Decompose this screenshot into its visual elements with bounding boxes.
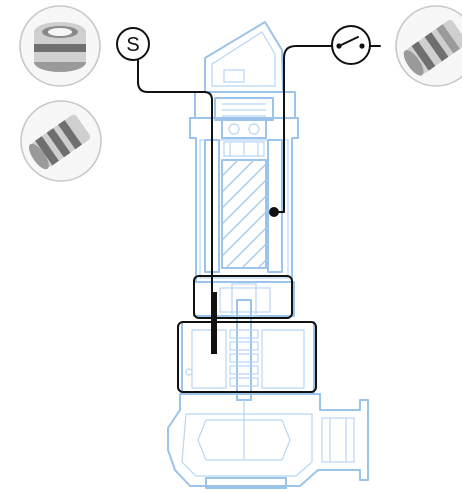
sensor-probe <box>211 292 217 354</box>
sensor-symbol: S <box>116 27 150 61</box>
sensor-symbol-label: S <box>126 34 139 56</box>
seal-cartridge-thumbnail <box>20 100 102 182</box>
seal-ring-thumbnail <box>19 5 101 87</box>
oil-chamber-highlight-box <box>177 321 317 393</box>
switch-wire-terminal <box>269 207 279 217</box>
switch-symbol <box>331 25 381 65</box>
rotor-hatching <box>221 159 267 269</box>
pump-body <box>167 21 369 489</box>
seal-cartridge-thumbnail-right <box>395 5 462 87</box>
sensor-wire <box>137 59 213 353</box>
switch-wire <box>275 45 335 213</box>
seal-chamber-highlight-box <box>193 275 293 319</box>
